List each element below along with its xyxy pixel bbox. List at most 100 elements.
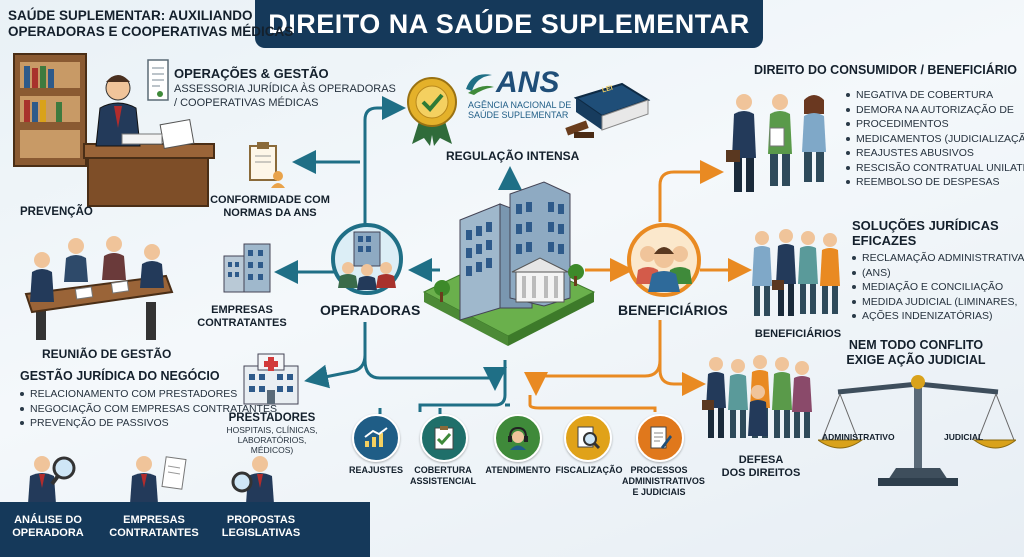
regulacao-label: REGULAÇÃO INTENSA bbox=[446, 149, 580, 163]
bottom-item-analise-line1: ANÁLISE DO bbox=[14, 514, 82, 526]
prestadores-line2: LABORATÓRIOS, MÉDICOS) bbox=[237, 435, 307, 455]
list-item: RELACIONAMENTO COM PRESTADORES bbox=[20, 387, 277, 402]
balanca-right-label: JUDICIAL bbox=[944, 432, 984, 442]
reuniao-label: REUNIÃO DE GESTÃO bbox=[42, 347, 172, 361]
conformidade-label: CONFORMIDADE COM NORMAS DA ANS bbox=[210, 194, 330, 220]
analyst-magnifier-icon bbox=[28, 456, 76, 504]
fiscalizacao-label: FISCALIZAÇÃO bbox=[555, 465, 623, 475]
solucoes-title2: EFICAZES bbox=[852, 233, 917, 248]
solucoes-title1: SOLUÇÕES JURÍDICAS bbox=[852, 218, 999, 233]
list-item: DEMORA NA AUTORIZAÇÃO DE bbox=[846, 103, 1024, 118]
meeting-illustration bbox=[24, 236, 174, 340]
empresas-line2: CONTRATANTES bbox=[197, 317, 287, 329]
central-building bbox=[422, 181, 596, 346]
gestao-title: GESTÃO JURÍDICA DO NEGÓCIO bbox=[20, 369, 220, 383]
bottom-item-empresas-line2: CONTRATANTES bbox=[109, 527, 199, 539]
list-item: NEGOCIAÇÃO COM EMPRESAS CONTRATANTES bbox=[20, 402, 277, 417]
bottom-item-analise-line2: OPERADORA bbox=[12, 527, 84, 539]
law-book-icon bbox=[565, 82, 651, 138]
nem-todo-block: NEM TODO CONFLITO EXIGE AÇÃO JUDICIAL bbox=[846, 338, 986, 368]
processos-item bbox=[636, 414, 684, 462]
document-icon bbox=[147, 59, 169, 101]
operacoes-line2: / COOPERATIVAS MÉDICAS bbox=[174, 97, 319, 109]
page-title: DIREITO NA SAÚDE SUPLEMENTAR bbox=[255, 0, 763, 48]
chart-up-icon bbox=[352, 414, 400, 462]
list-item: REAJUSTES ABUSIVOS bbox=[846, 146, 1024, 161]
operacoes-line1: ASSESSORIA JURÍDICA ÀS OPERADORAS bbox=[174, 83, 396, 95]
nem-todo-line2: EXIGE AÇÃO JUDICIAL bbox=[846, 353, 986, 367]
solucoes-block: SOLUÇÕES JURÍDICAS EFICAZES RECLAMAÇÃO A… bbox=[852, 218, 1024, 324]
magnifier-doc-icon bbox=[564, 414, 612, 462]
headset-icon bbox=[494, 414, 542, 462]
operadoras-icon bbox=[331, 223, 403, 295]
fiscalizacao-item bbox=[564, 414, 612, 462]
consumidor-list: NEGATIVA DE COBERTURA DEMORA NA AUTORIZA… bbox=[846, 88, 1024, 190]
bottom-item-empresas: EMPRESAS CONTRATANTES bbox=[106, 514, 202, 540]
bottom-item-empresas-line1: EMPRESAS bbox=[123, 514, 185, 526]
list-item: MEDICAMENTOS (JUDICIALIZAÇÃO) bbox=[846, 132, 1024, 147]
beneficiarios-right-label: BENEFICIÁRIOS bbox=[754, 328, 842, 340]
reajustes-label: REAJUSTES bbox=[348, 465, 403, 475]
defesa-label: DEFESA DOS DIREITOS bbox=[716, 454, 806, 480]
defesa-line2: DOS DIREITOS bbox=[721, 467, 801, 479]
left-header: SAÚDE SUPLEMENTAR: AUXILIANDO OPERADORAS… bbox=[8, 8, 293, 40]
beneficiarios-center-label: BENEFICIÁRIOS bbox=[618, 302, 728, 318]
bottom-item-propostas-line2: LEGISLATIVAS bbox=[221, 527, 301, 539]
atendimento-item bbox=[494, 414, 542, 462]
office-illustration bbox=[13, 53, 215, 207]
ans-swoosh-icon bbox=[466, 74, 494, 95]
company-building-icon bbox=[223, 243, 271, 293]
list-item: RECLAMAÇÃO ADMINISTRATIVA bbox=[852, 251, 1024, 266]
cobertura-item bbox=[420, 414, 468, 462]
list-item: (ANS) bbox=[852, 266, 1024, 281]
quality-seal-icon bbox=[407, 77, 457, 146]
left-header-line1: SAÚDE SUPLEMENTAR: AUXILIANDO bbox=[8, 8, 253, 23]
list-item: MEDIAÇÃO E CONCILIAÇÃO bbox=[852, 280, 1024, 295]
operacoes-block: OPERAÇÕES & GESTÃO ASSESSORIA JURÍDICA À… bbox=[174, 66, 396, 110]
ans-line1: AGÊNCIA NACIONAL DE bbox=[468, 100, 572, 110]
list-item: NEGATIVA DE COBERTURA bbox=[846, 88, 1024, 103]
bottom-bar: ANÁLISE DO OPERADORA EMPRESAS CONTRATANT… bbox=[0, 502, 370, 557]
ans-logo-text: ANS bbox=[496, 66, 560, 99]
operadoras-label: OPERADORAS bbox=[320, 302, 421, 318]
list-item: PREVENÇÃO DE PASSIVOS bbox=[20, 416, 277, 431]
document-pen-icon bbox=[636, 414, 684, 462]
conformidade-line2: NORMAS DA ANS bbox=[223, 207, 317, 219]
clipboard-check-icon bbox=[420, 414, 468, 462]
solucoes-list: RECLAMAÇÃO ADMINISTRATIVA (ANS) MEDIAÇÃO… bbox=[852, 251, 1024, 324]
operacoes-title: OPERAÇÕES & GESTÃO bbox=[174, 66, 329, 81]
empresas-contratantes-label: EMPRESAS CONTRATANTES bbox=[194, 304, 290, 330]
prevencao-label: PREVENÇÃO bbox=[20, 206, 93, 218]
ans-line2: SAÚDE SUPLEMENTAR bbox=[468, 110, 569, 120]
clipboard-person-icon bbox=[249, 142, 285, 188]
consumidor-title: DIREITO DO CONSUMIDOR / BENEFICIÁRIO bbox=[754, 63, 1017, 77]
defesa-group-illustration bbox=[702, 355, 812, 438]
list-item: AÇÕES INDENIZATÓRIAS) bbox=[852, 309, 1024, 324]
beneficiarios-group-illustration bbox=[752, 229, 840, 316]
defesa-line1: DEFESA bbox=[738, 454, 784, 466]
prestadores-line1: HOSPITAIS, CLÍNICAS, bbox=[226, 425, 318, 435]
balanca-left-label: ADMINISTRATIVO bbox=[822, 432, 895, 442]
bottom-item-propostas: PROPOSTAS LEGISLATIVAS bbox=[216, 514, 306, 540]
consumer-group-illustration bbox=[726, 94, 826, 192]
gestao-block: GESTÃO JURÍDICA DO NEGÓCIO RELACIONAMENT… bbox=[20, 368, 277, 431]
bottom-item-analise: ANÁLISE DO OPERADORA bbox=[8, 514, 88, 540]
contract-person-icon bbox=[130, 456, 187, 504]
bottom-item-propostas-line1: PROPOSTAS bbox=[226, 514, 296, 526]
list-item: RESCISÃO CONTRATUAL UNILATERAL bbox=[846, 161, 1024, 176]
ans-logo: ANS AGÊNCIA NACIONAL DE SAÚDE SUPLEMENTA… bbox=[462, 66, 571, 120]
empresas-line1: EMPRESAS bbox=[211, 304, 273, 316]
reajustes-item bbox=[352, 414, 400, 462]
list-item: PROCEDIMENTOS bbox=[846, 117, 1024, 132]
left-header-line2: OPERADORAS E COOPERATIVAS MÉDICAS bbox=[8, 24, 294, 39]
gestao-list: RELACIONAMENTO COM PRESTADORES NEGOCIAÇÃ… bbox=[20, 387, 277, 431]
cobertura-label: COBERTURA ASSISTENCIAL bbox=[410, 465, 477, 486]
prestadores-title: PRESTADORES bbox=[228, 412, 316, 424]
processos-label: PROCESSOS ADMINISTRATIVOS E JUDICIAIS bbox=[622, 465, 705, 497]
hospital-icon bbox=[243, 353, 299, 405]
legislative-person-icon bbox=[231, 456, 274, 504]
prestadores-block: PRESTADORES HOSPITAIS, CLÍNICAS, LABORAT… bbox=[222, 412, 322, 455]
beneficiarios-icon bbox=[627, 223, 701, 297]
atendimento-label: ATENDIMENTO bbox=[485, 465, 551, 475]
